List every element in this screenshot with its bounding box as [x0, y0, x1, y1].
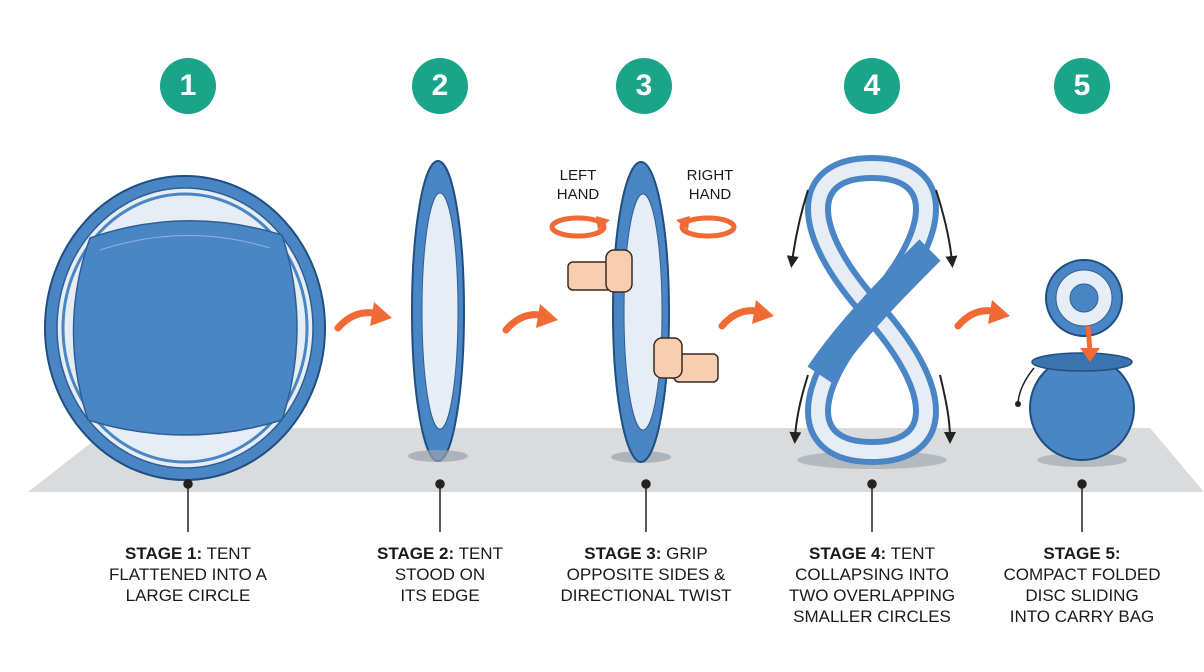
stage-5-caption-line-2: COMPACT FOLDED	[1003, 565, 1161, 584]
transition-arrow-3	[718, 300, 774, 330]
right-hand-label-line-1: RIGHT	[686, 167, 734, 184]
stage-5-caption-line-3: DISC SLIDING	[1025, 586, 1139, 605]
stage-3-badge: 3	[616, 58, 672, 114]
stage-2-caption: STAGE 2: TENT STOOD ON ITS EDGE	[330, 543, 550, 606]
stage-2-caption-line-2: STOOD ON	[394, 565, 486, 584]
left-hand-icon	[567, 249, 633, 293]
stage-4-caption-line-1: TENT	[890, 544, 935, 563]
stage-4-caption-title: STAGE 4:	[809, 544, 887, 563]
stage-3-caption-line-2: OPPOSITE SIDES &	[566, 565, 726, 584]
stage-3-caption: STAGE 3: GRIP OPPOSITE SIDES & DIRECTION…	[536, 543, 756, 606]
stage-4-caption-line-4: SMALLER CIRCLES	[793, 607, 951, 626]
stage-1-caption-line-1: TENT	[206, 544, 251, 563]
left-hand-label: LEFT HAND	[538, 166, 618, 204]
twist-arrow-left	[549, 215, 610, 239]
left-hand-label-line-1: LEFT	[559, 167, 597, 184]
stage-3-caption-title: STAGE 3:	[584, 544, 662, 563]
stage-5-caption: STAGE 5: COMPACT FOLDED DISC SLIDING INT…	[972, 543, 1192, 627]
stage-5-caption-title: STAGE 5:	[1043, 544, 1121, 563]
stage-3-caption-line-1: GRIP	[666, 544, 708, 563]
stage-1-caption: STAGE 1: TENT FLATTENED INTO A LARGE CIR…	[78, 543, 298, 606]
stage-4-badge: 4	[844, 58, 900, 114]
stage-2-caption-line-3: ITS EDGE	[400, 586, 480, 605]
transition-arrow-4	[954, 300, 1010, 330]
stage-4-caption-line-3: TWO OVERLAPPING	[788, 586, 956, 605]
stage-2-caption-title: STAGE 2:	[377, 544, 455, 563]
stage-2-illustration	[408, 160, 468, 462]
stage-2-badge: 2	[412, 58, 468, 114]
stage-3-illustration	[549, 161, 737, 463]
stage-1-badge: 1	[160, 58, 216, 114]
leader-lines	[183, 479, 1087, 532]
transition-arrow-2	[502, 304, 558, 334]
stage-4-caption: STAGE 4: TENT COLLAPSING INTO TWO OVERLA…	[762, 543, 982, 627]
right-hand-icon	[653, 337, 719, 383]
twist-arrow-right	[676, 215, 737, 239]
stage-3-caption-line-3: DIRECTIONAL TWIST	[560, 586, 732, 605]
stage-5-caption-line-4: INTO CARRY BAG	[1009, 607, 1155, 626]
stage-4-illustration	[786, 155, 958, 469]
right-hand-label: RIGHT HAND	[670, 166, 750, 204]
right-hand-label-line-2: HAND	[688, 186, 732, 203]
stage-1-caption-line-3: LARGE CIRCLE	[125, 586, 251, 605]
transition-arrow-1	[334, 302, 392, 332]
stage-1-caption-title: STAGE 1:	[125, 544, 203, 563]
stage-1-caption-line-2: FLATTENED INTO A	[108, 565, 268, 584]
stage-5-badge: 5	[1054, 58, 1110, 114]
stage-2-caption-line-1: TENT	[458, 544, 503, 563]
stage-4-caption-line-2: COLLAPSING INTO	[795, 565, 949, 584]
stage-5-illustration	[1015, 259, 1135, 467]
stage-1-illustration	[44, 175, 326, 481]
left-hand-label-line-2: HAND	[556, 186, 600, 203]
